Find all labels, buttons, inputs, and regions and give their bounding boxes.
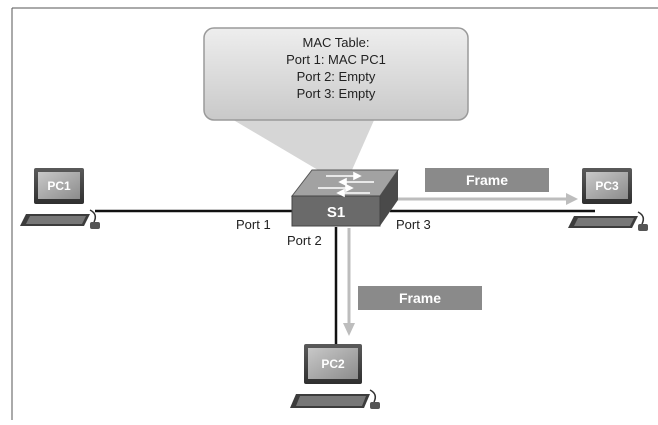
- mac-table-row: Port 2: Empty: [297, 69, 376, 84]
- pc2-computer-icon: PC2: [290, 344, 380, 409]
- mac-table-row: Port 1: MAC PC1: [286, 52, 386, 67]
- mac-table-row: Port 3: Empty: [297, 86, 376, 101]
- switch-label: S1: [327, 204, 345, 221]
- mac-table-title: MAC Table:: [303, 35, 370, 50]
- frame-arrow-down-icon: [343, 228, 355, 336]
- pc3-computer-icon: PC3: [568, 168, 648, 231]
- frame-label-down: Frame: [358, 286, 482, 310]
- port2-label: Port 2: [287, 233, 322, 248]
- port1-label: Port 1: [236, 217, 271, 232]
- pc1-label: PC1: [47, 179, 71, 193]
- pc1-computer-icon: PC1: [20, 168, 100, 229]
- switch-s1: S1: [290, 169, 399, 227]
- mac-table-callout: MAC Table: Port 1: MAC PC1 Port 2: Empty…: [203, 27, 469, 121]
- pc3-label: PC3: [595, 179, 619, 193]
- frame-label-right-text: Frame: [466, 172, 508, 188]
- frame-label-down-text: Frame: [399, 290, 441, 306]
- port3-label: Port 3: [396, 217, 431, 232]
- pc2-label: PC2: [321, 357, 345, 371]
- switch-arrows-icon: [318, 171, 374, 198]
- callout-pointer: [230, 118, 375, 170]
- frame-arrow-right-icon: [392, 193, 578, 205]
- frame-label-right: Frame: [425, 168, 549, 192]
